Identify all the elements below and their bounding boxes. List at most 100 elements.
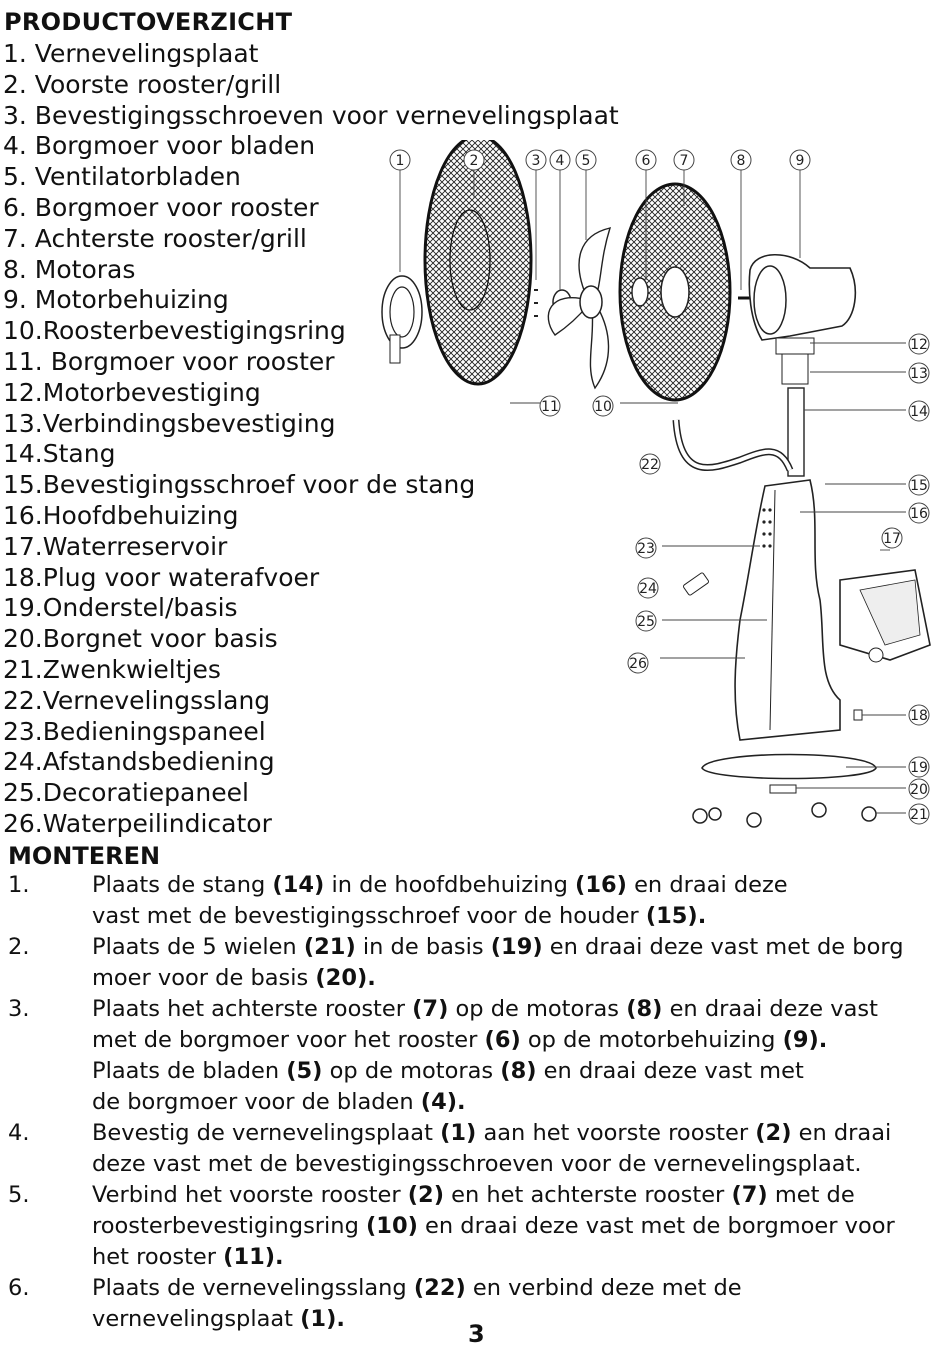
step-text-segment: met de <box>767 1182 855 1208</box>
step-number: 3. <box>8 996 30 1022</box>
step-text-segment: en verbind deze met de <box>465 1275 742 1301</box>
part-item: 26.Waterpeilindicator <box>3 808 272 838</box>
step-text: Bevestig de vernevelingsplaat (1) aan he… <box>92 1118 945 1180</box>
step-text-segment: Plaats de vernevelingsslang <box>92 1275 414 1301</box>
step-text-segment: deze vast met de bevestigingsschroeven v… <box>92 1151 862 1177</box>
callout-circle <box>539 395 561 417</box>
step-line: roosterbevestigingsring (10) en draai de… <box>92 1211 945 1242</box>
part-reference: (2) <box>407 1182 444 1208</box>
callout-circle <box>463 149 485 171</box>
assembly-step: 3. Plaats het achterste rooster (7) op de… <box>0 994 945 1118</box>
part-item: 14.Stang <box>3 439 116 469</box>
part-item: 24.Afstandsbediening <box>3 747 275 777</box>
main-housing-part <box>734 479 841 741</box>
part-reference: (20). <box>315 965 376 991</box>
part-reference: (7) <box>731 1182 768 1208</box>
callout-number: 21 <box>910 807 928 823</box>
callout-circle <box>908 803 930 825</box>
water-tank-part <box>839 569 931 663</box>
step-text-segment: moer voor de basis <box>92 965 316 991</box>
step-line: Plaats het achterste rooster (7) op de m… <box>92 994 945 1025</box>
assembly-step: 5. Verbind het voorste rooster (2) en het… <box>0 1180 945 1273</box>
step-line: Plaats de stang (14) in de hoofdbehuizin… <box>92 870 945 901</box>
step-line: vernevelingsplaat (1). <box>92 1304 945 1335</box>
part-reference: (19) <box>490 934 543 960</box>
step-line: met de borgmoer voor het rooster (6) op … <box>92 1025 945 1056</box>
assembly-step: 1. Plaats de stang (14) in de hoofdbehuiz… <box>0 870 945 932</box>
step-text-segment: en draai deze vast met de borgmoer voor <box>417 1213 895 1239</box>
step-line: deze vast met de bevestigingsschroeven v… <box>92 1149 945 1180</box>
step-text-segment: Plaats de bladen <box>92 1058 287 1084</box>
step-text-segment: op de motoras <box>322 1058 501 1084</box>
step-text-segment: Plaats de 5 wielen <box>92 934 304 960</box>
callout-number: 23 <box>637 541 655 557</box>
callout-number: 24 <box>639 581 657 597</box>
part-reference: (16) <box>575 872 627 898</box>
callout-number: 14 <box>910 404 928 420</box>
callout-number: 25 <box>637 614 655 630</box>
screws-part <box>534 289 538 317</box>
step-text: Verbind het voorste rooster (2) en het a… <box>92 1180 945 1273</box>
callout-number: 13 <box>910 366 928 382</box>
motor-part <box>738 253 857 385</box>
step-text: Plaats de vernevelingsslang (22) en verb… <box>92 1273 945 1335</box>
callout-circle <box>635 149 657 171</box>
part-item: 4. Borgmoer voor bladen <box>3 131 316 161</box>
callout-number: 9 <box>796 153 805 169</box>
callout-number: 3 <box>532 153 541 169</box>
part-reference: (2) <box>755 1120 792 1146</box>
step-line: moer voor de basis (20). <box>92 963 945 994</box>
step-number: 2. <box>8 934 30 960</box>
part-reference: (1). <box>300 1306 345 1332</box>
step-line: Verbind het voorste rooster (2) en het a… <box>92 1180 945 1211</box>
part-reference: (6) <box>484 1027 521 1053</box>
step-number: 1. <box>8 872 30 898</box>
step-number: 5. <box>8 1182 30 1208</box>
part-item: 5. Ventilatorbladen <box>3 162 241 192</box>
assembly-steps: 1. Plaats de stang (14) in de hoofdbehuiz… <box>0 870 945 1335</box>
step-line: Plaats de 5 wielen (21) in de basis (19)… <box>92 932 945 963</box>
page-number: 3 <box>468 1320 485 1348</box>
step-text-segment: aan het voorste rooster <box>476 1120 756 1146</box>
part-reference: (5) <box>286 1058 323 1084</box>
step-text-segment: op de motorbehuizing <box>520 1027 783 1053</box>
part-reference: (21) <box>303 934 356 960</box>
callout-circle <box>673 149 695 171</box>
step-line: Plaats de bladen (5) op de motoras (8) e… <box>92 1056 945 1087</box>
assembly-title: MONTEREN <box>8 842 161 870</box>
step-text-segment: de borgmoer voor de bladen <box>92 1089 421 1115</box>
part-reference: (1) <box>440 1120 477 1146</box>
part-reference: (15). <box>645 903 707 929</box>
part-item: 6. Borgmoer voor rooster <box>3 192 319 222</box>
step-line: het rooster (11). <box>92 1242 945 1273</box>
mist-plate-part <box>381 275 423 364</box>
part-reference: (14) <box>272 872 325 898</box>
part-item: 7. Achterste rooster/grill <box>3 223 307 253</box>
assembly-step: 4. Bevestig de vernevelingsplaat (1) aan … <box>0 1118 945 1180</box>
callout-circle <box>908 778 930 800</box>
callout-circle <box>881 527 903 549</box>
step-number: 4. <box>8 1120 30 1146</box>
part-item: 20.Borgnet voor basis <box>3 624 278 654</box>
callout-circle <box>908 474 930 496</box>
step-number: 6. <box>8 1275 30 1301</box>
step-text-segment: vast met de bevestigingsschroef voor de … <box>92 903 646 929</box>
callout-circle <box>908 400 930 422</box>
callout-number: 16 <box>910 506 928 522</box>
casters-part <box>692 802 877 828</box>
step-line: vast met de bevestigingsschroef voor de … <box>92 901 945 932</box>
part-reference: (7) <box>412 996 449 1022</box>
rear-grill-part <box>618 182 732 402</box>
step-text: Plaats de 5 wielen (21) in de basis (19)… <box>92 932 945 994</box>
callout-number: 8 <box>737 153 746 169</box>
callout-circle <box>639 453 661 475</box>
part-item: 10.Roosterbevestigingsring <box>3 316 346 346</box>
callout-leaders <box>399 170 906 814</box>
callout-circle <box>730 149 752 171</box>
callout-number: 26 <box>629 656 647 672</box>
step-text-segment: Plaats het achterste rooster <box>92 996 413 1022</box>
step-text-segment: Plaats de stang <box>92 872 273 898</box>
